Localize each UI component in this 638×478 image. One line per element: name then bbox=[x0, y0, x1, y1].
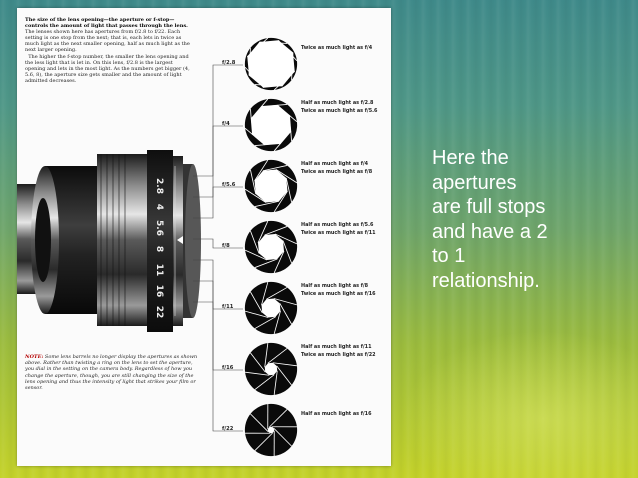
barrel-number: 11 bbox=[154, 264, 164, 277]
aperture-iris-icon bbox=[244, 220, 298, 274]
intro-bold: The size of the lens opening—the apertur… bbox=[25, 17, 188, 30]
barrel-number: 5.6 bbox=[154, 220, 164, 236]
half-light-label: Half as much light as f/4 bbox=[301, 161, 369, 167]
caption-line-3: are full stops bbox=[432, 196, 546, 218]
note-text: NOTE: Some lens barrels no longer displa… bbox=[25, 354, 201, 391]
barrel-number: 2.8 bbox=[154, 178, 164, 194]
barrel-number: 16 bbox=[154, 285, 164, 298]
caption-line-1: Here the bbox=[432, 147, 509, 169]
intro-paragraph-1: The lenses shown here has apertures from… bbox=[25, 29, 190, 54]
fstop-label: f/22 bbox=[222, 426, 234, 432]
intro-paragraph-2: The higher the f-stop number, the smalle… bbox=[25, 53, 190, 84]
half-light-label: Half as much light as f/5.6 bbox=[301, 222, 374, 228]
fstop-label: f/5.6 bbox=[222, 182, 236, 188]
fstop-label: f/4 bbox=[222, 121, 230, 127]
twice-light-label: Twice as much light as f/16 bbox=[301, 291, 376, 297]
light-comparison: Twice as much light as f/4 bbox=[301, 44, 372, 52]
twice-light-label: Twice as much light as f/5.6 bbox=[301, 108, 378, 114]
aperture-iris-icon bbox=[244, 342, 298, 396]
twice-light-label: Twice as much light as f/22 bbox=[301, 352, 376, 358]
caption-line-2: apertures bbox=[432, 171, 517, 194]
twice-light-label: Twice as much light as f/4 bbox=[301, 45, 373, 51]
half-light-label: Half as much light as f/11 bbox=[301, 344, 372, 350]
twice-light-label: Twice as much light as f/11 bbox=[301, 230, 376, 236]
aperture-figure-page: The size of the lens opening—the apertur… bbox=[17, 8, 391, 466]
aperture-iris-icon bbox=[244, 37, 298, 91]
half-light-label: Half as much light as f/16 bbox=[301, 411, 372, 417]
caption-line-4: and have a 2 bbox=[432, 220, 548, 243]
connector-line bbox=[193, 259, 243, 310]
caption-line-6: relationship. bbox=[432, 269, 540, 292]
aperture-iris-icon bbox=[244, 281, 298, 335]
connector-lines bbox=[193, 64, 243, 432]
connector-line bbox=[193, 64, 243, 177]
barrel-number: 8 bbox=[154, 246, 164, 252]
barrel-number: 4 bbox=[154, 204, 164, 210]
lens-barrel-illustration: 2.8 4 5.6 8 11 16 22 bbox=[17, 150, 201, 332]
connector-line bbox=[193, 301, 243, 432]
fstop-label: f/2.8 bbox=[222, 60, 236, 66]
fstop-label: f/11 bbox=[222, 304, 234, 310]
slide-caption: Here the apertures are full stops and ha… bbox=[432, 146, 622, 293]
connector-line bbox=[193, 125, 243, 198]
aperture-iris-icon bbox=[244, 98, 298, 152]
intro-text: The size of the lens opening—the apertur… bbox=[25, 17, 193, 84]
aperture-iris-icon bbox=[244, 403, 298, 457]
connector-line bbox=[193, 280, 243, 371]
note-label: NOTE: bbox=[25, 354, 44, 360]
fstop-label: f/16 bbox=[222, 365, 234, 371]
connector-line bbox=[193, 238, 243, 249]
connector-line bbox=[193, 186, 243, 219]
background-glow bbox=[400, 330, 638, 478]
twice-light-label: Twice as much light as f/8 bbox=[301, 169, 373, 175]
half-light-label: Half as much light as f/2.8 bbox=[301, 100, 374, 106]
fstop-label: f/8 bbox=[222, 243, 230, 249]
caption-line-5: to 1 bbox=[432, 245, 466, 267]
note-body: Some lens barrels no longer display the … bbox=[25, 354, 198, 392]
aperture-iris-icon bbox=[244, 159, 298, 213]
light-comparison: Half as much light as f/16 bbox=[301, 410, 371, 418]
half-light-label: Half as much light as f/8 bbox=[301, 283, 369, 289]
barrel-number: 22 bbox=[154, 306, 164, 319]
